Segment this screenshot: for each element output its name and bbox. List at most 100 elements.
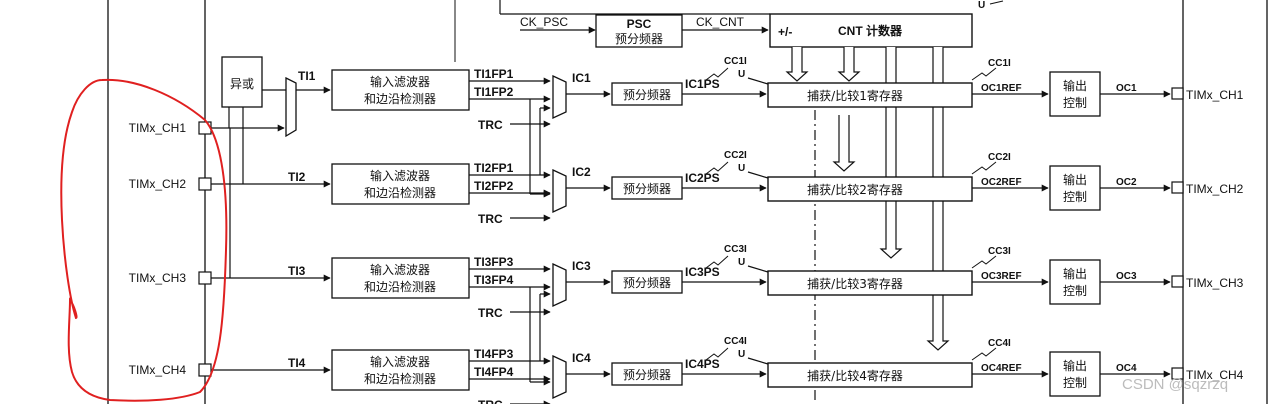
fp-b-label: TI2FP2 xyxy=(474,179,514,193)
cci-label: CC3I xyxy=(724,244,747,255)
fp-a-label: TI2FP1 xyxy=(474,161,514,175)
psc-subtitle: 预分频器 xyxy=(615,32,663,46)
xor-label: 异或 xyxy=(230,77,254,91)
input-filter-box xyxy=(331,349,470,391)
boundary-lines xyxy=(107,0,1268,404)
filter-line2: 和边沿检测器 xyxy=(364,279,436,294)
fp-a-label: TI4FP3 xyxy=(474,347,514,361)
ic-label: IC3 xyxy=(572,259,591,273)
filter-line1: 输入滤波器 xyxy=(370,74,430,89)
input-pin-square xyxy=(198,363,212,377)
trc-label: TRC xyxy=(478,118,503,132)
capture-compare-register xyxy=(767,270,973,296)
filter-line1: 输入滤波器 xyxy=(370,354,430,369)
cci-out-label: CC1I xyxy=(988,58,1011,69)
output-control-line1: 输出 xyxy=(1063,266,1087,281)
cnt-box xyxy=(769,13,973,48)
cci-label: CC4I xyxy=(724,336,747,347)
ccr-label: 捕获/比较4寄存器 xyxy=(807,368,903,383)
xor-block: 异或 xyxy=(205,56,297,278)
output-pin-label: TIMx_CH3 xyxy=(1186,276,1244,290)
fp-a-label: TI3FP3 xyxy=(474,255,514,269)
output-control-box xyxy=(1049,71,1101,117)
psc-box xyxy=(595,14,683,48)
ti-label: TI3 xyxy=(288,264,306,278)
ccr-label: 捕获/比较3寄存器 xyxy=(807,276,903,291)
counter-section: CK_PSC PSC 预分频器 CK_CNT +/- CNT 计数器 U xyxy=(454,0,1004,62)
input-filter-box xyxy=(331,69,470,111)
output-control-line2: 控制 xyxy=(1063,96,1087,110)
capture-compare-register xyxy=(767,362,973,388)
output-pin-label: TIMx_CH2 xyxy=(1186,182,1244,196)
output-pin-label: TIMx_CH4 xyxy=(1186,368,1244,382)
u-label: U xyxy=(738,69,745,80)
u-label: U xyxy=(738,257,745,268)
output-pin-square xyxy=(1171,87,1184,100)
input-pin-label: TIMx_CH2 xyxy=(129,177,187,191)
fp-b-label: TI1FP2 xyxy=(474,85,514,99)
output-pin-square xyxy=(1171,367,1184,380)
ccr-label: 捕获/比较1寄存器 xyxy=(807,88,903,103)
u-label: U xyxy=(738,349,745,360)
oc-label: OC1 xyxy=(1116,83,1137,94)
ocref-label: OC3REF xyxy=(981,271,1022,282)
input-mux xyxy=(552,262,567,308)
trc-label: TRC xyxy=(478,398,503,404)
input-pin-square xyxy=(198,271,212,285)
fp-b-label: TI4FP4 xyxy=(474,365,514,379)
updown-label: +/- xyxy=(778,25,792,39)
filter-line2: 和边沿检测器 xyxy=(364,185,436,200)
icps-label: IC1PS xyxy=(685,77,720,91)
ic-label: IC2 xyxy=(572,165,591,179)
psc-title: PSC xyxy=(627,17,652,31)
fp-a-label: TI1FP1 xyxy=(474,67,514,81)
input-filter-box xyxy=(331,163,470,205)
output-control-line2: 控制 xyxy=(1063,376,1087,390)
watermark: CSDN @sqzrzq xyxy=(1122,376,1228,393)
cci-out-label: CC3I xyxy=(988,246,1011,257)
output-control-line2: 控制 xyxy=(1063,284,1087,298)
ocref-label: OC2REF xyxy=(981,177,1022,188)
input-mux xyxy=(552,354,567,400)
output-control-box xyxy=(1049,351,1101,397)
ocref-label: OC4REF xyxy=(981,363,1022,374)
ic-prescaler-label: 预分频器 xyxy=(623,368,671,382)
cnt-label: CNT 计数器 xyxy=(838,23,903,38)
filter-line2: 和边沿检测器 xyxy=(364,91,436,106)
ic-label: IC4 xyxy=(572,351,591,365)
cci-out-label: CC4I xyxy=(988,338,1011,349)
icps-label: IC4PS xyxy=(685,357,720,371)
filter-line2: 和边沿检测器 xyxy=(364,371,436,386)
output-control-box xyxy=(1049,259,1101,305)
ti-label: TI1 xyxy=(298,69,316,83)
fp-b-label: TI3FP4 xyxy=(474,273,514,287)
output-control-line1: 输出 xyxy=(1063,358,1087,373)
output-pin-square xyxy=(1171,275,1184,288)
input-pin-square xyxy=(198,121,212,135)
ti-label: TI4 xyxy=(288,356,306,370)
trc-label: TRC xyxy=(478,212,503,226)
capture-compare-register xyxy=(767,82,973,108)
oc-label: OC2 xyxy=(1116,177,1137,188)
oc-label: OC3 xyxy=(1116,271,1137,282)
ccr-label: 捕获/比较2寄存器 xyxy=(807,182,903,197)
ic-prescaler-label: 预分频器 xyxy=(623,182,671,196)
output-control-line1: 输出 xyxy=(1063,78,1087,93)
input-mux xyxy=(552,74,567,120)
output-pin-label: TIMx_CH1 xyxy=(1186,88,1244,102)
output-pin-square xyxy=(1171,181,1184,194)
ic-prescaler-label: 预分频器 xyxy=(623,276,671,290)
input-mux xyxy=(552,168,567,214)
cci-label: CC2I xyxy=(724,150,747,161)
cci-out-label: CC2I xyxy=(988,152,1011,163)
cci-label: CC1I xyxy=(724,56,747,67)
input-filter-box xyxy=(331,257,470,299)
ck-cnt-label: CK_CNT xyxy=(696,15,745,29)
output-control-line2: 控制 xyxy=(1063,190,1087,204)
ocref-label: OC1REF xyxy=(981,83,1022,94)
